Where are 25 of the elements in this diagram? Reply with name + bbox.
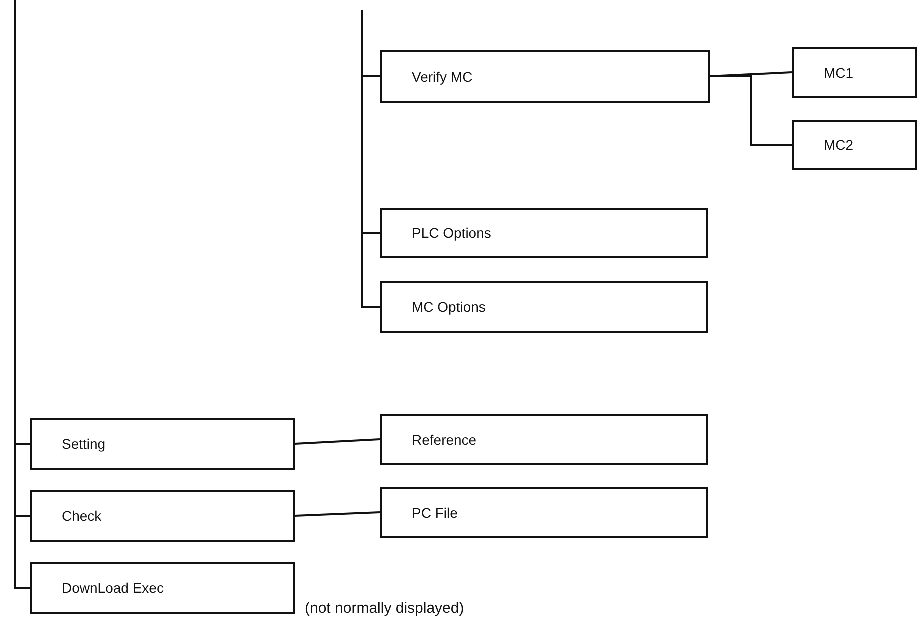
menu-label: Check <box>62 508 102 524</box>
menu-box <box>792 120 917 170</box>
menu-label: MC Options <box>412 299 486 315</box>
menu-label: Verify MC <box>412 68 473 84</box>
connector-line <box>294 512 380 517</box>
menu-box <box>380 487 708 538</box>
menu-box <box>380 208 708 258</box>
menu-label: PLC Options <box>412 225 492 241</box>
menu-box <box>792 47 917 98</box>
menu-label: DownLoad Exec <box>62 580 164 596</box>
menu-box <box>380 281 708 333</box>
menu-box <box>380 414 708 465</box>
menu-label: Setting <box>62 436 106 452</box>
menu-box <box>380 50 710 103</box>
menu-label: MC2 <box>824 137 854 153</box>
connector-line <box>294 438 380 445</box>
menu-label: Reference <box>412 432 477 448</box>
connector-line <box>710 76 792 146</box>
menu-box <box>30 562 295 614</box>
connector-line <box>361 10 380 308</box>
menu-label: MC1 <box>824 64 854 80</box>
menu-label: PC File <box>412 504 458 520</box>
menu-box <box>30 418 295 470</box>
menu-box <box>30 490 295 542</box>
note-text: (not normally displayed) <box>305 600 464 617</box>
